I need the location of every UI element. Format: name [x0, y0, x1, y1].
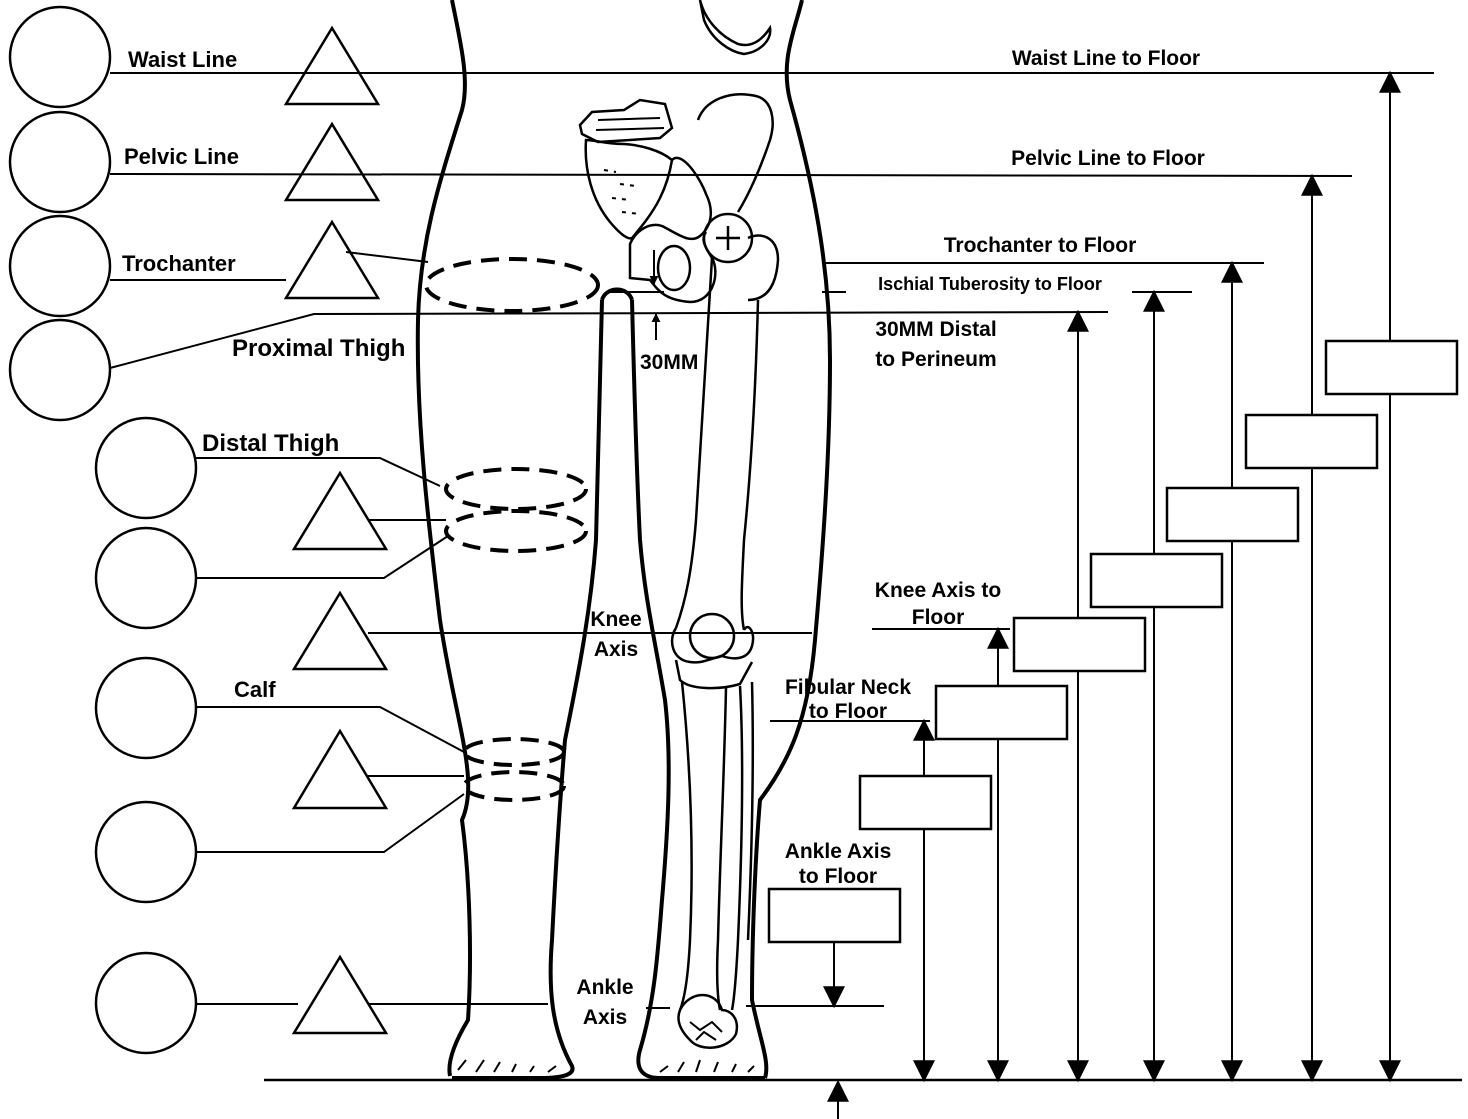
pelvic-to-floor-label: Pelvic Line to Floor — [1011, 147, 1205, 170]
triangle-icon[interactable] — [286, 124, 378, 200]
left-toes — [458, 1060, 556, 1072]
tibia-plateau — [676, 660, 752, 688]
trochanter-to-floor-box[interactable] — [1167, 488, 1298, 541]
distal-perineum-to-floor-box[interactable] — [1014, 618, 1145, 671]
pelvic-line-label: Pelvic Line — [124, 144, 239, 169]
upper-vertebra — [700, 0, 770, 54]
distal-thigh-circumference-upper — [446, 469, 586, 509]
knee-axis-label-line1: Knee — [590, 608, 641, 631]
triangle-icon[interactable] — [294, 957, 386, 1033]
trochanter-label: Trochanter — [122, 251, 236, 276]
hip-cross-icon — [716, 226, 740, 250]
knee-to-floor-label-line2: Floor — [912, 606, 965, 629]
waist-line-label: Waist Line — [128, 47, 237, 72]
skeleton — [580, 0, 778, 1048]
femur-shaft-right — [742, 300, 758, 630]
ilium-outline — [698, 94, 773, 212]
ilium-right — [630, 158, 715, 302]
patella — [690, 614, 734, 658]
ankle-to-floor-box[interactable] — [769, 889, 900, 942]
obturator-foramen — [658, 246, 690, 290]
calf-leader — [196, 707, 464, 752]
calf-lower-leader — [196, 794, 464, 852]
fibular-to-floor-label-line1: Fibular Neck — [785, 676, 911, 699]
knee-to-floor-box[interactable] — [936, 686, 1067, 739]
measurement-arrows — [654, 73, 1390, 1119]
distal-perineum-label-line2: to Perineum — [875, 348, 996, 371]
triangle-icon[interactable] — [294, 593, 386, 669]
waist-to-floor-label: Waist Line to Floor — [1012, 47, 1200, 70]
circle-icon[interactable] — [96, 528, 196, 628]
trochanter-to-floor-label: Trochanter to Floor — [944, 234, 1137, 257]
thirty-mm-label: 30MM — [640, 351, 698, 374]
sacrum-detail — [596, 118, 664, 130]
fibula — [732, 682, 753, 1010]
greater-trochanter — [748, 236, 778, 300]
proximal-thigh-label: Proximal Thigh — [232, 335, 405, 362]
right-toes — [660, 1060, 754, 1072]
ischial-to-floor-label: Ischial Tuberosity to Floor — [878, 274, 1102, 294]
sacrum — [580, 100, 672, 142]
fibular-to-floor-box[interactable] — [860, 776, 991, 829]
waist-to-floor-box[interactable] — [1326, 341, 1457, 394]
left-leg-inner-contour — [452, 300, 602, 1078]
tibia-right-edge — [717, 688, 726, 1010]
triangle-icon[interactable] — [294, 473, 386, 549]
distal-thigh-leader — [196, 458, 440, 486]
foot-bones — [690, 1022, 722, 1040]
fibular-to-floor-label-line2: to Floor — [809, 700, 887, 723]
pelvis-bone — [586, 140, 672, 238]
tibia-left-edge — [680, 682, 692, 1010]
ankle-to-floor-label-line1: Ankle Axis — [785, 840, 892, 863]
triangle-icon[interactable] — [294, 731, 386, 808]
circle-icon[interactable] — [10, 112, 110, 212]
triangle-icon[interactable] — [286, 222, 378, 298]
circle-icon[interactable] — [10, 216, 110, 316]
ankle-axis-label-line2: Axis — [583, 1006, 627, 1029]
ischial-to-floor-box[interactable] — [1091, 554, 1222, 607]
distal-thigh-lower-leader — [196, 536, 448, 578]
trochanter-circumference — [426, 259, 598, 311]
circle-icon[interactable] — [10, 320, 110, 420]
triangle-icon[interactable] — [286, 28, 378, 104]
circumference-sites — [426, 259, 598, 800]
pelvis-dots — [604, 170, 640, 214]
knee-axis-label-line2: Axis — [594, 638, 638, 661]
distal-thigh-label: Distal Thigh — [202, 430, 339, 457]
pelvic-to-floor-box[interactable] — [1246, 415, 1377, 468]
calf-circumference-upper — [464, 739, 564, 765]
ankle-axis-label-line1: Ankle — [576, 976, 633, 999]
circle-icon[interactable] — [96, 953, 196, 1053]
circle-icon[interactable] — [96, 802, 196, 902]
pelvic-leader — [110, 174, 1352, 176]
calf-circumference-lower — [464, 772, 564, 800]
ankle-to-floor-label-line2: to Floor — [799, 865, 877, 888]
distal-thigh-circumference-lower — [446, 511, 586, 551]
circle-icon[interactable] — [10, 7, 110, 107]
right-leg-inner-contour — [632, 300, 765, 1078]
distal-perineum-label-line1: 30MM Distal — [875, 318, 996, 341]
calf-label: Calf — [234, 677, 276, 702]
circle-icon[interactable] — [96, 658, 196, 758]
knee-to-floor-label-line1: Knee Axis to — [875, 579, 1001, 602]
circle-icon[interactable] — [96, 418, 196, 518]
ankle-bones — [678, 995, 736, 1048]
